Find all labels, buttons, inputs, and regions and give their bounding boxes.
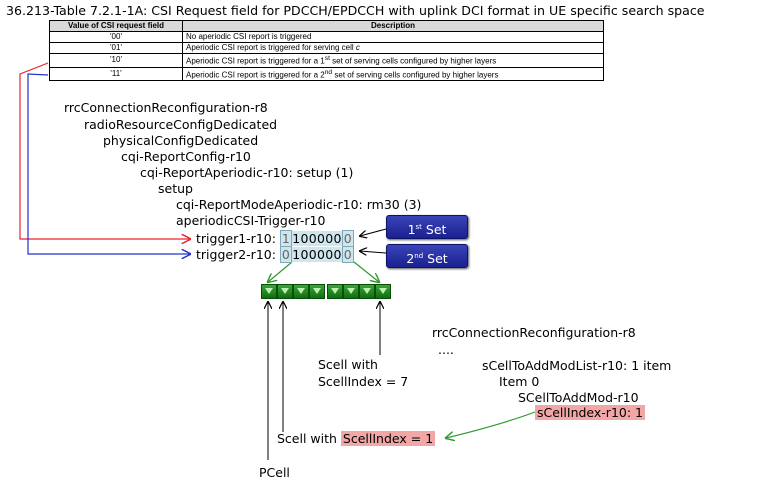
table-cell-description: Aperiodic CSI report is triggered for a …: [182, 53, 604, 68]
set2-sup: nd: [414, 252, 424, 260]
green-arrow-left: [268, 261, 293, 282]
cell-box: [375, 284, 391, 299]
description-sup: st: [324, 55, 330, 62]
scell1-index-highlight: ScellIndex = 1: [340, 431, 436, 446]
scell1-label-prefix: Scell with: [277, 431, 337, 446]
tree2-scellindex-highlight: sCellIndex-r10: 1: [535, 405, 645, 420]
table-row: '01' Aperiodic CSI report is triggered f…: [49, 42, 604, 54]
cell-box: [277, 284, 293, 299]
scell7-label-line1: Scell with: [318, 357, 378, 372]
red-connector: [19, 62, 190, 239]
cfg-node-cqi-aperiodic: cqi-ReportAperiodic-r10: setup (1): [140, 165, 354, 180]
set1-num: 1: [407, 222, 416, 238]
cell-box: [343, 284, 359, 299]
tree2-list: sCellToAddModList-r10: 1 item: [482, 358, 672, 373]
trigger1-first-bit: 1: [279, 230, 293, 247]
scellindex-link: [446, 411, 536, 438]
pcell-label: PCell: [259, 465, 290, 480]
description-text: Aperiodic CSI report is triggered for a …: [186, 56, 325, 66]
table-row: '11' Aperiodic CSI report is triggered f…: [49, 66, 604, 82]
cfg-node-cqi-config: cqi-ReportConfig-r10: [121, 149, 251, 164]
cfg-node-radio: radioResourceConfigDedicated: [84, 117, 278, 132]
description-sup: nd: [324, 68, 333, 76]
table-cell-description: Aperiodic CSI report is triggered for a …: [182, 66, 604, 82]
table-row: '10' Aperiodic CSI report is triggered f…: [49, 53, 604, 68]
table-cell-description: Aperiodic CSI report is triggered for se…: [182, 42, 604, 54]
cfg-node-report-mode: cqi-ReportModeAperiodic-r10: rm30 (3): [176, 197, 422, 212]
set1-label: 1st Set: [386, 215, 468, 239]
tree2-item: Item 0: [499, 374, 540, 389]
trigger1-middle-bits: 100000: [292, 231, 342, 246]
tree2-ellipsis: ....: [438, 342, 454, 357]
cell-box: [293, 284, 309, 299]
trigger2-first-bit: 0: [279, 246, 293, 263]
trigger2-label: trigger2-r10:: [196, 247, 276, 262]
description-text: Aperiodic CSI report is triggered for a …: [186, 70, 325, 80]
tree2-rrc: rrcConnectionReconfiguration-r8: [432, 325, 636, 340]
figure-title: 36.213-Table 7.2.1-1A: CSI Request field…: [6, 3, 705, 18]
green-arrow-right: [353, 261, 379, 282]
tree2-addmod: SCellToAddMod-r10: [518, 390, 639, 405]
tree2-scellindex: sCellIndex-r10: 1: [535, 405, 645, 420]
set1-pointer: [360, 228, 387, 236]
trigger1-label: trigger1-r10:: [196, 231, 276, 246]
cfg-node-rrc: rrcConnectionReconfiguration-r8: [64, 100, 268, 115]
scell1-label: Scell with ScellIndex = 1: [277, 431, 436, 446]
set1-sup: st: [415, 223, 422, 231]
trigger2-last-bit: 0: [341, 246, 354, 263]
cell-box: [309, 284, 325, 299]
description-text-post: set of serving cells configured by highe…: [332, 70, 499, 80]
trigger1-last-bit: 0: [341, 230, 354, 247]
cell-box: [327, 284, 343, 299]
cell-box: [261, 284, 277, 299]
description-suffix: c: [355, 43, 360, 52]
description-text-post: set of serving cells configured by highe…: [329, 56, 497, 66]
cell-box: [359, 284, 375, 299]
csi-request-table: Value of CSI request field Description '…: [49, 20, 604, 82]
cfg-node-setup: setup: [158, 181, 193, 196]
description-text: Aperiodic CSI report is triggered for se…: [186, 43, 354, 52]
set1-word: Set: [425, 222, 447, 238]
trigger2-middle-bits: 100000: [292, 247, 342, 262]
cfg-node-physical: physicalConfigDedicated: [103, 133, 259, 148]
set2-word: Set: [427, 251, 448, 267]
blue-connector: [27, 73, 190, 254]
set2-pointer: [360, 251, 387, 253]
set2-num: 2: [406, 251, 415, 267]
set2-label: 2nd Set: [386, 244, 468, 268]
cfg-node-trigger: aperiodicCSI-Trigger-r10: [176, 213, 326, 228]
scell7-label-line2: ScellIndex = 7: [318, 374, 409, 389]
